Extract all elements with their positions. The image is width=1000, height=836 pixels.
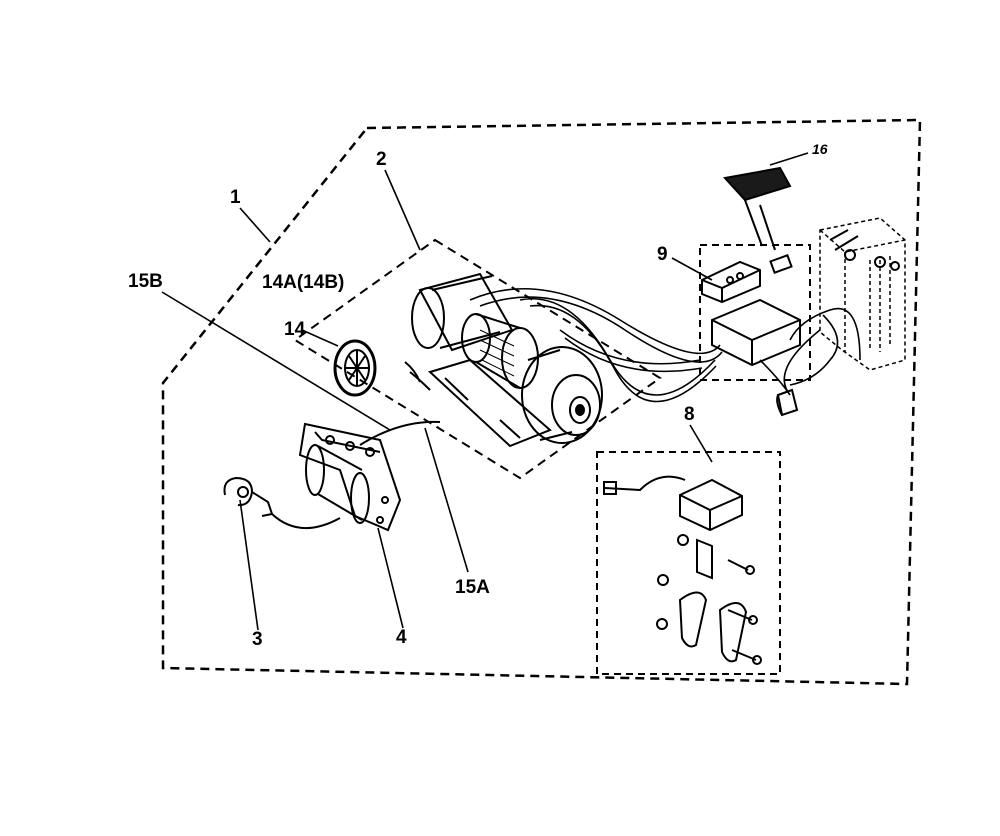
remote-control — [723, 166, 793, 274]
winch-unit — [404, 272, 603, 448]
callout-9: 9 — [657, 244, 668, 265]
callout-16: 16 — [812, 141, 828, 157]
leader-4 — [377, 527, 404, 629]
callout-14ab: 14A(14B) — [262, 272, 345, 293]
mounting-hardware — [603, 475, 762, 665]
kit-boundary — [161, 118, 922, 686]
leader-1 — [239, 207, 271, 243]
leader-16 — [769, 152, 809, 166]
callout-4: 4 — [396, 627, 407, 648]
control-switch — [701, 260, 761, 304]
mounting-kit-boundary — [596, 451, 781, 675]
leader-15a — [424, 427, 469, 573]
callout-8: 8 — [684, 404, 695, 425]
leader-9 — [671, 257, 713, 281]
winch-assembly-boundary — [293, 238, 662, 480]
circuit-breaker — [776, 388, 799, 417]
control-box-boundary — [699, 244, 811, 381]
leader-15b — [161, 291, 391, 431]
thumb-wheel — [333, 339, 377, 397]
callout-2: 2 — [376, 149, 387, 170]
hook — [223, 476, 341, 530]
callout-1: 1 — [230, 187, 241, 208]
battery — [819, 217, 906, 371]
callout-14: 14 — [284, 319, 306, 340]
roller-fairlead — [298, 420, 441, 532]
contactor-box — [711, 298, 801, 367]
leader-lines — [161, 152, 809, 631]
leader-2 — [384, 169, 421, 251]
leader-3 — [239, 499, 259, 631]
control-cables — [469, 287, 861, 403]
battery-terminals — [829, 229, 900, 271]
leader-8 — [689, 424, 713, 463]
leader-14 — [301, 329, 339, 347]
callout-15a: 15A — [455, 577, 490, 598]
callout-3: 3 — [252, 629, 263, 650]
callout-15b: 15B — [128, 271, 163, 292]
